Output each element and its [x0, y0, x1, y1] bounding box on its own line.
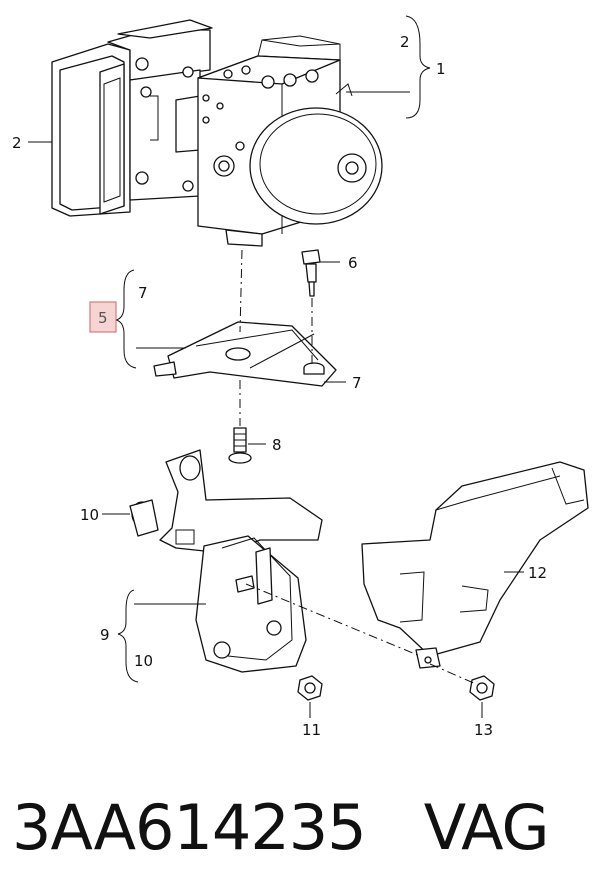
exploded-parts-diagram: 2 1 2 7 5 6 7 8 10 12 9 10 11 13: [12, 15, 589, 739]
callout-10-left: 10: [80, 506, 99, 524]
mounting-bracket: [153, 321, 337, 387]
callout-10-lower: 10: [134, 652, 153, 670]
callout-11: 11: [302, 721, 321, 739]
callout-9: 9: [100, 626, 110, 644]
highlighted-part-box: [89, 301, 117, 333]
callout-13: 13: [474, 721, 493, 739]
callout-1: 1: [436, 60, 446, 78]
callout-labels: 2 1 2 7 5 6 7 8 10 12 9 10 11 13: [12, 33, 547, 739]
nut-13: [469, 675, 495, 701]
bolt-8: [228, 427, 252, 464]
part-caption: 3AA614235 VAG: [12, 772, 592, 882]
brand-name: VAG: [423, 790, 550, 864]
support-bracket: [129, 449, 323, 673]
callout-12: 12: [528, 564, 547, 582]
callout-2-top: 2: [400, 33, 410, 51]
callout-8: 8: [272, 436, 282, 454]
callout-7-right: 7: [352, 374, 362, 392]
callout-6: 6: [348, 254, 358, 272]
hydraulic-unit: [197, 35, 383, 247]
part-number: 3AA614235: [12, 790, 367, 864]
control-module: [51, 19, 213, 217]
alignment-lines: [239, 249, 477, 685]
callout-2-left: 2: [12, 134, 22, 152]
bolt-6: [301, 249, 321, 297]
nut-11: [297, 675, 323, 701]
callout-5: 5: [98, 309, 108, 327]
cover-shield: [361, 461, 589, 669]
callout-7-upper: 7: [138, 284, 148, 302]
